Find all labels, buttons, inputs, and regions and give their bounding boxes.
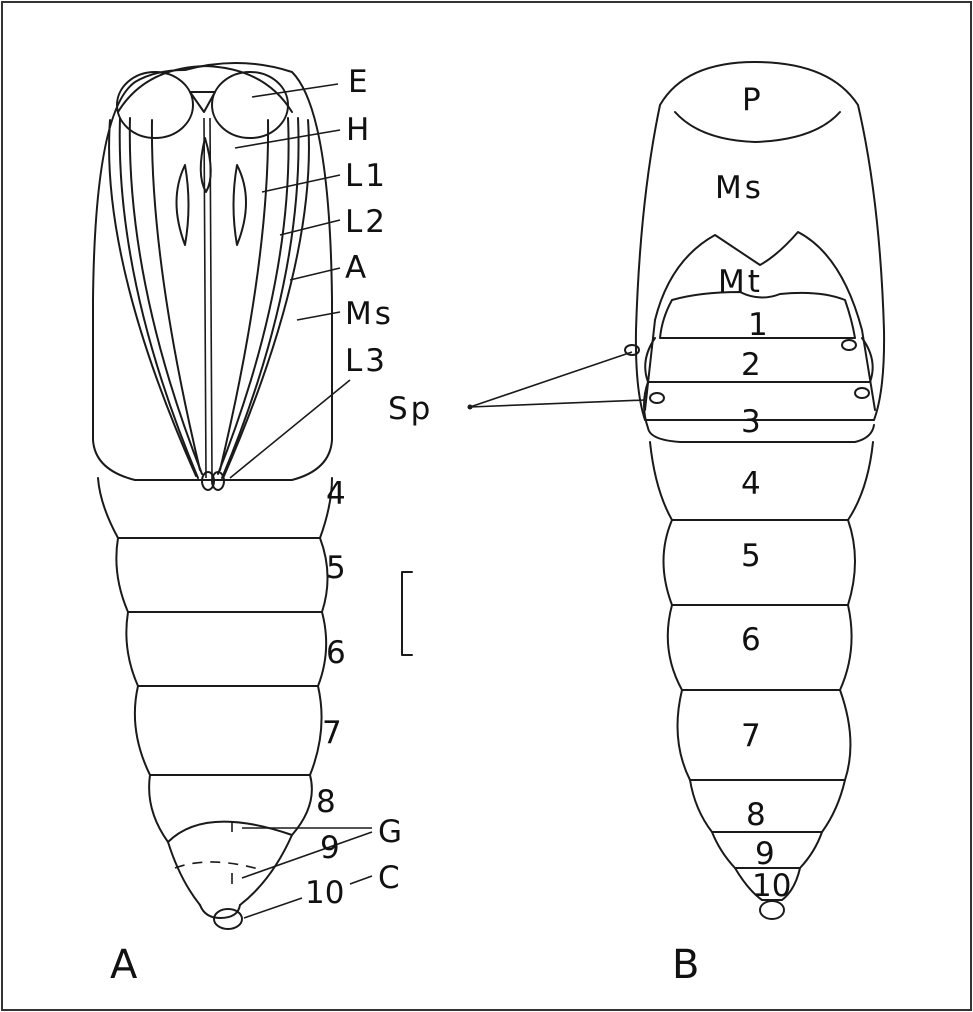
abdomen-segment-7-a bbox=[135, 686, 322, 775]
segment-label-7-a: 7 bbox=[322, 715, 342, 751]
segment-9-dashed bbox=[175, 862, 262, 870]
cremaster-tip-a bbox=[214, 909, 242, 929]
segment-label-10-a: 10 bbox=[305, 875, 344, 911]
abdomen-segment-6-a bbox=[126, 612, 326, 686]
proboscis-base bbox=[201, 138, 211, 192]
scale-bar bbox=[402, 572, 412, 655]
spiracle-leader-dot bbox=[468, 405, 473, 410]
segment-label-9-a: 9 bbox=[320, 830, 340, 866]
segment-label-4-b: 4 bbox=[741, 466, 761, 502]
label-c: C bbox=[378, 860, 403, 896]
proboscis bbox=[204, 118, 212, 478]
label-l3: L3 bbox=[345, 343, 388, 379]
segment-label-7-b: 7 bbox=[741, 718, 761, 754]
label-g: G bbox=[378, 814, 405, 850]
abdomen-segment-7-b bbox=[678, 690, 851, 780]
spiracle-3-right bbox=[855, 388, 869, 398]
antenna-right-inner bbox=[218, 118, 289, 474]
segment-label-10-b: 10 bbox=[752, 868, 791, 904]
panel-label-b: B bbox=[672, 942, 699, 988]
abdomen-segment-8-a bbox=[149, 775, 312, 842]
label-mt: Mt bbox=[718, 264, 763, 300]
label-l1: L1 bbox=[345, 158, 388, 194]
abdomen-segment-4-a bbox=[98, 478, 332, 538]
segment-label-3-b: 3 bbox=[741, 404, 761, 440]
eye-left bbox=[117, 72, 193, 138]
thorax-outline-a bbox=[93, 63, 332, 480]
label-ms-a: Ms bbox=[345, 296, 394, 332]
segment-label-8-b: 8 bbox=[746, 797, 766, 833]
spiracle-3-left bbox=[650, 393, 664, 403]
leg-pad-l2-left bbox=[152, 120, 200, 470]
segment-label-9-b: 9 bbox=[755, 836, 775, 872]
leg-pad-l1-left bbox=[177, 165, 189, 245]
label-sp: Sp bbox=[388, 391, 433, 427]
leg-pad-l1-right bbox=[234, 165, 247, 245]
abdomen-segment-5-a bbox=[116, 538, 327, 612]
segment-label-1-b: 1 bbox=[748, 307, 768, 343]
abdomen-segment-4-b bbox=[650, 442, 873, 520]
segment-label-2-b: 2 bbox=[741, 347, 761, 383]
segment-label-8-a: 8 bbox=[316, 784, 336, 820]
label-h: H bbox=[346, 112, 372, 148]
panel-label-a: A bbox=[110, 942, 138, 988]
label-ms-b: Ms bbox=[715, 170, 764, 206]
leg-pad-l2-right bbox=[220, 120, 268, 470]
label-a: A bbox=[345, 250, 369, 286]
segment-label-4-a: 4 bbox=[326, 476, 346, 512]
spiracle-leaders bbox=[470, 352, 645, 407]
label-l2: L2 bbox=[345, 204, 388, 240]
abdomen-segment-9-a bbox=[168, 842, 200, 905]
label-e: E bbox=[348, 64, 371, 100]
segment-label-5-a: 5 bbox=[326, 550, 346, 586]
segment-label-6-a: 6 bbox=[326, 635, 346, 671]
segment-label-5-b: 5 bbox=[741, 538, 761, 574]
spiracle-2-right bbox=[842, 340, 856, 350]
segment-label-6-b: 6 bbox=[741, 622, 761, 658]
abdomen-segment-8-b bbox=[690, 780, 845, 832]
label-p: P bbox=[742, 82, 764, 118]
eye-right bbox=[212, 72, 288, 138]
